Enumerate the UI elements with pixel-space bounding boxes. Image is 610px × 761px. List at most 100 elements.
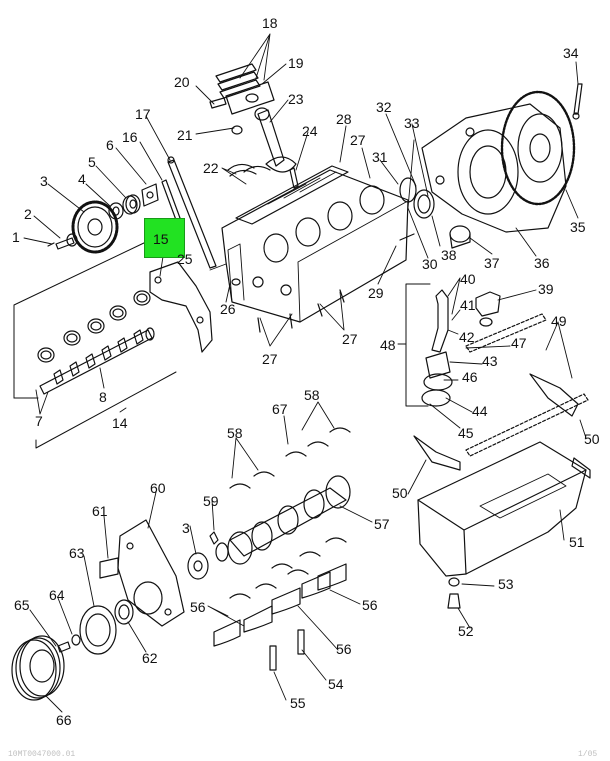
drain-plug-part-52-53	[447, 577, 461, 609]
bushing-part-21	[231, 125, 243, 135]
rod-bolt-part-24	[289, 167, 299, 189]
piston-rings-part-18	[215, 63, 261, 99]
callout-20: 20	[174, 74, 190, 90]
damper-part-63	[79, 605, 117, 655]
oil-pan-part-51	[417, 441, 587, 577]
callout-67: 67	[272, 401, 288, 417]
callout-39: 39	[538, 281, 554, 297]
callout-66: 66	[56, 712, 72, 728]
callout-60: 60	[150, 480, 166, 496]
washer-part-64	[71, 634, 81, 646]
callout-56-c: 56	[362, 597, 378, 613]
bracket-part-14	[13, 241, 177, 449]
callout-64: 64	[49, 587, 65, 603]
main-bolts-parts-54-55	[269, 629, 305, 671]
callout-17: 17	[135, 106, 151, 122]
callout-34: 34	[563, 45, 579, 61]
callout-3-b: 3	[182, 520, 190, 536]
callout-16: 16	[122, 129, 138, 145]
bolt-part-34	[572, 83, 583, 120]
callout-51: 51	[569, 534, 585, 550]
flywheel-part-35	[500, 90, 576, 206]
leader-lines	[23, 33, 587, 713]
callout-53: 53	[498, 576, 514, 592]
callout-42: 42	[459, 329, 475, 345]
callout-45: 45	[458, 425, 474, 441]
callout-58-b: 58	[304, 387, 320, 403]
callout-52: 52	[458, 623, 474, 639]
callout-43: 43	[482, 353, 498, 369]
callout-38: 38	[441, 247, 457, 263]
callout-24: 24	[302, 123, 318, 139]
callout-58-a: 58	[227, 425, 243, 441]
callout-50-a: 50	[392, 485, 408, 501]
cover-part-37	[449, 225, 471, 249]
callout-23: 23	[288, 91, 304, 107]
bolt-part-65	[57, 641, 71, 653]
callout-40: 40	[460, 271, 476, 287]
callout-26: 26	[220, 301, 236, 317]
callout-19: 19	[288, 55, 304, 71]
callout-21: 21	[177, 127, 193, 143]
callout-57: 57	[374, 516, 390, 532]
callout-27-b: 27	[342, 331, 358, 347]
callout-27-a: 27	[262, 351, 278, 367]
callout-27-c: 27	[350, 132, 366, 148]
callout-49: 49	[551, 313, 567, 329]
callout-32: 32	[376, 99, 392, 115]
callout-28: 28	[336, 111, 352, 127]
oil-pump-part-43	[425, 351, 451, 379]
callout-22: 22	[203, 160, 219, 176]
callout-1: 1	[12, 229, 20, 245]
callout-48: 48	[380, 337, 396, 353]
oil-pump-bracket-48	[405, 283, 431, 407]
oil-seal-part-32	[413, 189, 435, 219]
callout-65: 65	[14, 597, 30, 613]
plug-part-26	[231, 278, 241, 286]
callout-15: 15	[153, 231, 169, 247]
screen-parts-44-46	[421, 373, 453, 407]
oil-tube-part-40	[431, 289, 449, 353]
callout-3: 3	[40, 173, 48, 189]
tube-part-17	[167, 156, 217, 269]
callout-2: 2	[24, 206, 32, 222]
callout-5: 5	[88, 154, 96, 170]
front-cover-gasket-part-15	[149, 261, 213, 353]
pan-seal-part-50	[413, 435, 591, 479]
callout-25: 25	[177, 251, 193, 267]
callout-56-a: 56	[190, 599, 206, 615]
callout-4: 4	[78, 171, 86, 187]
callout-8: 8	[99, 389, 107, 405]
engine-block	[221, 165, 415, 323]
bolt-part-1	[47, 237, 75, 250]
bolts-part-27	[257, 289, 345, 333]
callout-31: 31	[372, 149, 388, 165]
callout-61: 61	[92, 503, 108, 519]
plate-part-6	[141, 183, 159, 207]
callout-56-b: 56	[336, 641, 352, 657]
callout-7: 7	[35, 413, 43, 429]
callout-62: 62	[142, 650, 158, 666]
callout-14: 14	[112, 415, 128, 431]
callout-54: 54	[328, 676, 344, 692]
crankshaft-part-57	[215, 475, 351, 565]
highlight-box-part-15	[144, 218, 185, 258]
callout-59: 59	[203, 493, 219, 509]
seal-part-62	[114, 599, 134, 625]
main-caps-part-56	[213, 563, 347, 647]
pickup-tube-part-39	[475, 291, 501, 327]
footer-date: 1/05	[578, 750, 598, 759]
main-bearings-part-58	[229, 427, 351, 569]
flywheel-housing-part-36	[421, 103, 567, 233]
piston-part-19	[225, 81, 275, 115]
seal-part-31	[399, 177, 417, 203]
bracket-part-61	[99, 557, 119, 579]
cam-bearings-part-7	[37, 290, 151, 363]
callout-47: 47	[511, 335, 527, 351]
callout-29: 29	[368, 285, 384, 301]
callout-44: 44	[472, 403, 488, 419]
front-cover-part-60	[117, 519, 185, 627]
connecting-rod-part-23	[254, 107, 297, 173]
camshaft-part-8	[39, 327, 155, 395]
